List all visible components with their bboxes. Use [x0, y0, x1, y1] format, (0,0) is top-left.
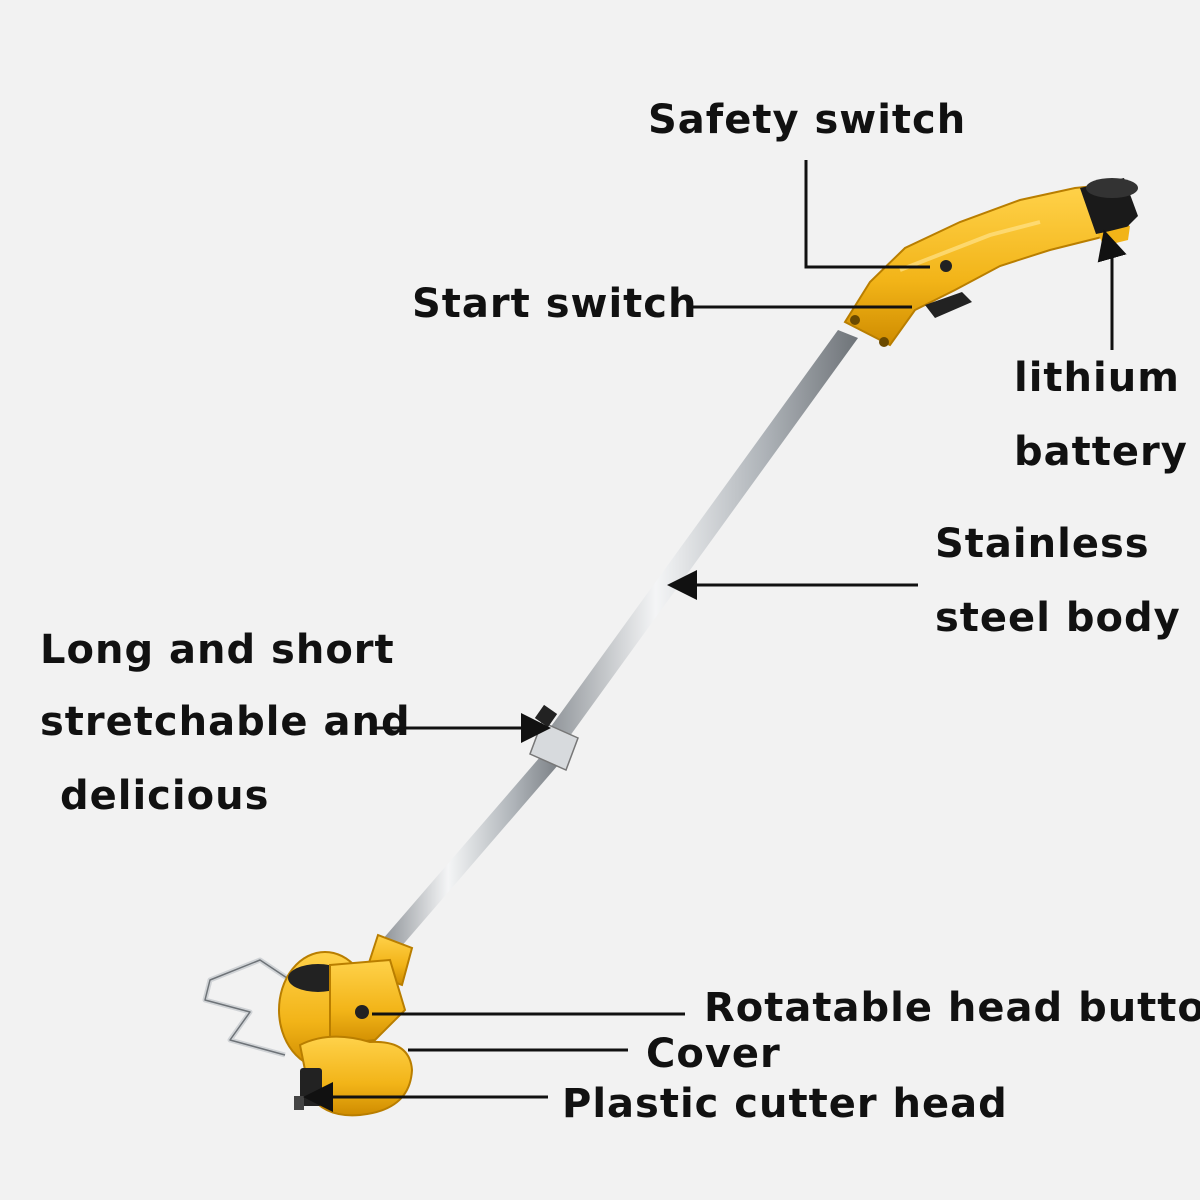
label-safety-switch: Safety switch — [648, 97, 967, 143]
leader-lithium-battery — [1097, 229, 1127, 350]
label-rotatable-head-button: Rotatable head button — [704, 985, 1200, 1031]
label-plastic-cutter-head: Plastic cutter head — [562, 1081, 1008, 1127]
leader-safety-switch — [804, 160, 930, 269]
leader-lines — [303, 160, 1127, 1112]
label-stainless-line2: steel body — [935, 595, 1181, 641]
label-cover: Cover — [646, 1031, 781, 1077]
label-lithium-battery-line1: lithium — [1014, 355, 1180, 401]
cutter-head — [202, 933, 414, 1117]
steel-shaft — [382, 330, 858, 948]
label-stainless-line1: Stainless — [935, 521, 1150, 567]
label-stretch-line2: stretchable and — [40, 699, 411, 745]
label-lithium-battery-line2: battery — [1014, 429, 1188, 475]
label-stretch-line1: Long and short — [40, 627, 395, 673]
handle-assembly — [843, 184, 1130, 347]
label-start-switch: Start switch — [412, 281, 698, 327]
label-stretch-line3: delicious — [60, 773, 270, 819]
